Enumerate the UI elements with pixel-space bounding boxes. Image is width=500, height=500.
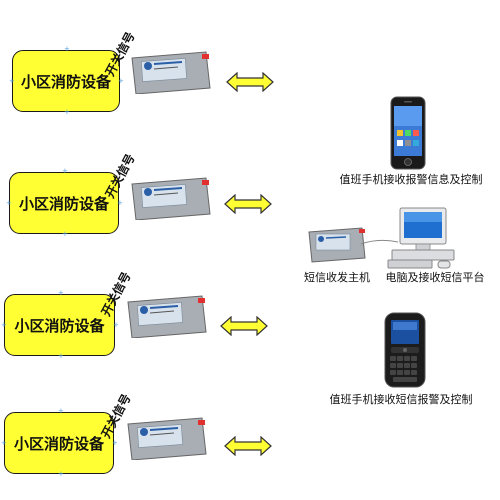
double-arrow-icon-3 [220,316,268,336]
fire-device-box-1: 小区消防设备 [12,50,120,112]
smartphone-icon-2 [384,312,426,388]
double-arrow-icon-1 [226,72,274,92]
sms-modem-icon-4 [127,417,207,460]
sms-host-caption: 短信收发主机 [304,271,370,284]
fire-device-label-3: 小区消防设备 [14,316,105,335]
connection-line [360,239,399,245]
fire-device-label-4: 小区消防设备 [13,434,104,453]
double-arrow-icon-2 [224,194,272,214]
sms-modem-icon-2 [131,177,211,220]
fire-device-label-2: 小区消防设备 [18,194,109,213]
desktop-computer-icon [387,207,455,269]
fire-device-box-2: 小区消防设备 [9,172,119,234]
fire-device-box-4: 小区消防设备 [4,412,114,474]
sms-modem-icon-1 [131,51,211,94]
sms-modem-icon-3 [127,295,207,338]
fire-device-label-1: 小区消防设备 [20,72,111,91]
double-arrow-icon-4 [224,436,272,456]
phone2-caption: 值班手机接收短信报警及控制 [329,393,473,406]
sms-host-modem-icon [308,227,366,263]
phone1-caption: 值班手机接收报警信息及控制 [339,173,483,186]
fire-device-box-3: 小区消防设备 [4,294,115,356]
computer-caption: 电脑及接收短信平台 [385,271,485,284]
smartphone-icon-1 [390,96,426,170]
